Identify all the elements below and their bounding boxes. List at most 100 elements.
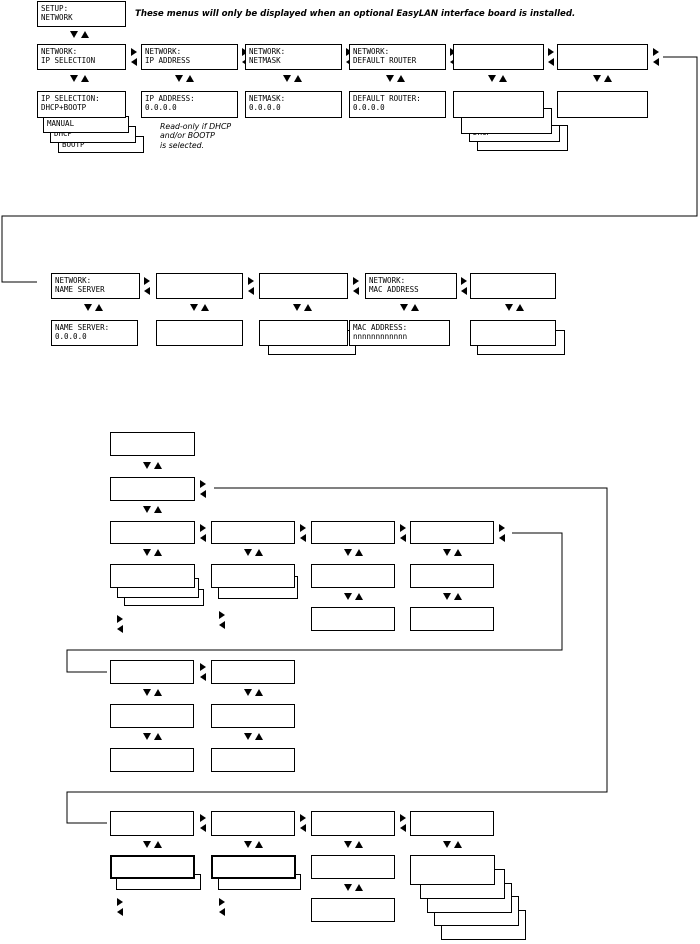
up-down-arrows [244, 548, 264, 557]
network-mac-address-box: NETWORK: MAC ADDRESS [365, 273, 457, 299]
up-down-arrows [344, 548, 364, 557]
network-ip-selection-box: NETWORK: IP SELECTION [37, 44, 126, 70]
installation-note: These menus will only be displayed when … [135, 9, 576, 19]
right-left-arrows [199, 662, 207, 682]
up-down-arrows [244, 840, 264, 849]
menu-box-blank [211, 521, 295, 544]
wrap-line-3 [66, 532, 563, 673]
right-left-arrows [460, 276, 468, 296]
readonly-note: Read-only if DHCP and/or BOOTP is select… [160, 122, 232, 150]
netmask-value-box: NETMASK: 0.0.0.0 [245, 91, 342, 118]
right-left-arrows [130, 47, 138, 67]
menu-box-blank [110, 477, 195, 501]
up-down-arrows [443, 840, 463, 849]
value-box-blank [156, 320, 243, 346]
menu-box-blank [156, 273, 243, 299]
menu-box-blank [110, 521, 195, 544]
value-box-blank [110, 564, 195, 588]
menu-box-blank [410, 811, 494, 836]
menu-box-blank [311, 521, 395, 544]
up-down-arrows [143, 688, 163, 697]
opt-manual-box: MANUAL [43, 116, 129, 133]
right-left-arrows [199, 523, 207, 543]
up-down-arrows [70, 30, 90, 39]
up-down-arrows [143, 505, 163, 514]
value-box-blank [311, 564, 395, 588]
value-box-blank [410, 855, 495, 885]
up-down-arrows [593, 74, 613, 83]
right-left-arrows [652, 47, 660, 67]
up-down-arrows [143, 461, 163, 470]
value-box-blank [470, 320, 556, 346]
right-left-arrows [299, 813, 307, 833]
up-down-arrows [344, 840, 364, 849]
wrap-line-1 [1, 56, 698, 283]
value-box-blank [259, 320, 348, 346]
up-down-arrows [143, 548, 163, 557]
right-left-arrows [399, 813, 407, 833]
right-left-arrows [299, 523, 307, 543]
up-down-arrows [293, 303, 313, 312]
menu-box-blank [311, 811, 395, 836]
value-box-blank [311, 898, 395, 922]
up-down-arrows [70, 74, 90, 83]
network-netmask-box: NETWORK: NETMASK [245, 44, 342, 70]
menu-box-blank [110, 811, 194, 836]
right-left-arrows [199, 479, 207, 499]
menu-box-blank [470, 273, 556, 299]
up-down-arrows [175, 74, 195, 83]
up-down-arrows [84, 303, 104, 312]
right-left-arrows [199, 813, 207, 833]
menu-box-blank [211, 811, 295, 836]
menu-box-blank [110, 660, 194, 684]
value-box-blank [410, 607, 494, 631]
right-left-arrows [143, 276, 151, 296]
right-left-arrows [352, 276, 360, 296]
value-box-blank [211, 748, 295, 772]
up-down-arrows [443, 592, 463, 601]
right-left-arrows [218, 610, 226, 630]
value-box-blank [453, 91, 544, 118]
up-down-arrows [505, 303, 525, 312]
value-box-blank [110, 748, 194, 772]
value-box-blank [110, 704, 194, 728]
menu-box-blank [110, 432, 195, 456]
ip-selection-value-box: IP SELECTION: DHCP+BOOTP [37, 91, 126, 118]
up-down-arrows [143, 840, 163, 849]
up-down-arrows [344, 592, 364, 601]
mac-address-value-box: MAC ADDRESS: nnnnnnnnnnnn [349, 320, 450, 346]
right-left-arrows [547, 47, 555, 67]
up-down-arrows [190, 303, 210, 312]
up-down-arrows [443, 548, 463, 557]
default-router-value-box: DEFAULT ROUTER: 0.0.0.0 [349, 91, 446, 118]
up-down-arrows [488, 74, 508, 83]
value-box-blank [211, 564, 295, 588]
setup-network-box: SETUP: NETWORK [37, 1, 126, 27]
menu-box-blank [410, 521, 494, 544]
ip-address-value-box: IP ADDRESS: 0.0.0.0 [141, 91, 238, 118]
value-box-blank [110, 855, 195, 879]
value-box-blank [211, 855, 296, 879]
value-box-blank [311, 607, 395, 631]
right-left-arrows [116, 614, 124, 634]
up-down-arrows [283, 74, 303, 83]
right-left-arrows [247, 276, 255, 296]
right-left-arrows [218, 897, 226, 917]
menu-box-blank [557, 44, 648, 70]
right-left-arrows [116, 897, 124, 917]
value-box-blank [211, 704, 295, 728]
network-ip-address-box: NETWORK: IP ADDRESS [141, 44, 238, 70]
value-box-blank [410, 564, 494, 588]
menu-box-blank [453, 44, 544, 70]
network-name-server-box: NETWORK: NAME SERVER [51, 273, 140, 299]
up-down-arrows [244, 732, 264, 741]
up-down-arrows [400, 303, 420, 312]
value-box-blank [311, 855, 395, 879]
menu-box-blank [211, 660, 295, 684]
up-down-arrows [386, 74, 406, 83]
right-left-arrows [498, 523, 506, 543]
wrap-line-2 [66, 487, 608, 824]
up-down-arrows [143, 732, 163, 741]
menu-box-blank [259, 273, 348, 299]
